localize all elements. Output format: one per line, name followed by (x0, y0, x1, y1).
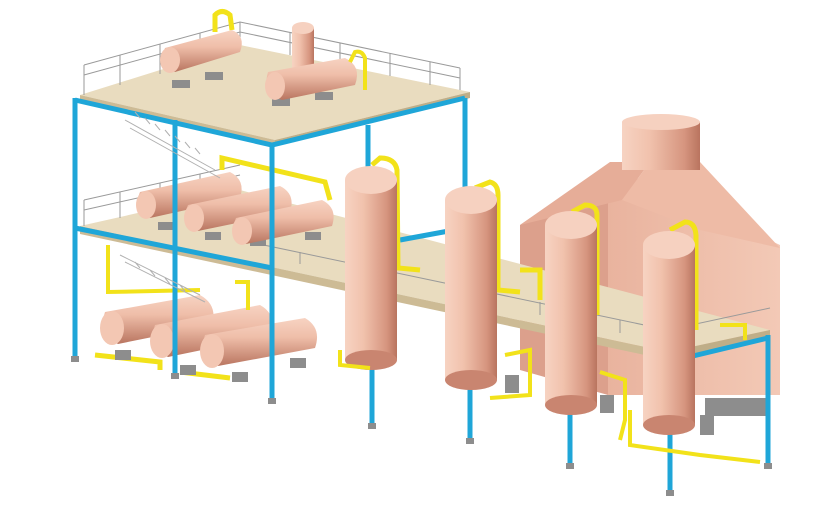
tower-4 (628, 219, 761, 464)
base-block (305, 232, 321, 240)
middle-deck-equipment (136, 154, 334, 246)
pipe (474, 179, 521, 295)
pipe (212, 9, 235, 32)
pipe (720, 323, 747, 340)
tower-2 (445, 179, 532, 400)
pipe (668, 219, 699, 330)
pipe (348, 49, 367, 90)
tower-body (545, 225, 597, 405)
furnace-stack-top (622, 114, 700, 130)
base-block (272, 98, 290, 106)
pipe (235, 280, 250, 310)
exchanger-shell (153, 305, 273, 357)
base-block (172, 80, 190, 88)
tower-top (345, 166, 397, 194)
steel-beam (74, 95, 466, 148)
base-block (158, 222, 174, 230)
exchanger-shell (185, 186, 292, 231)
ground-bases (505, 375, 714, 435)
top-deck-equipment (160, 9, 367, 106)
exchanger-head (184, 204, 204, 232)
exchanger-head (136, 191, 156, 219)
pipe (599, 370, 627, 441)
exchanger-head (160, 47, 180, 73)
pipe (489, 347, 532, 400)
pipe (370, 155, 421, 273)
base-block (115, 350, 131, 360)
exchanger-shell (266, 58, 358, 100)
exchanger-head (150, 324, 174, 358)
furnace-base (705, 398, 770, 416)
staircase (119, 111, 221, 303)
exchanger-head (265, 72, 285, 100)
drum-top (292, 22, 314, 34)
exchanger-shell (103, 295, 214, 344)
tower-body (643, 245, 695, 425)
pipe (106, 245, 201, 295)
exchanger-head (232, 217, 252, 245)
tower-bottom (445, 370, 497, 390)
tower-body (445, 200, 497, 380)
tower-1 (338, 155, 421, 370)
base-block (180, 365, 196, 375)
tower-3 (520, 202, 627, 441)
base-block (232, 372, 248, 382)
pipe (570, 202, 600, 315)
column-footings (71, 356, 772, 496)
exchanger-head (100, 311, 124, 345)
base-block (250, 238, 266, 246)
pipe (338, 350, 371, 370)
exchanger-shell (233, 200, 334, 244)
base-block (205, 232, 221, 240)
drum-vessel (292, 28, 314, 68)
steel-beam (74, 225, 273, 271)
pipe (520, 267, 543, 300)
base-block (205, 72, 223, 80)
ground-equipment (94, 245, 318, 382)
exchanger-shell (162, 30, 242, 72)
exchanger-shell (203, 318, 318, 366)
tower-bottom (545, 395, 597, 415)
furnace-hood-right (622, 162, 780, 248)
tower-top (643, 231, 695, 259)
tower-bottom (643, 415, 695, 435)
tower-body (345, 180, 397, 360)
tower-top (545, 211, 597, 239)
exchanger-shell (137, 172, 242, 218)
furnace-hood-left (520, 162, 650, 225)
base-block (315, 92, 333, 100)
pipe (628, 410, 761, 464)
base-block (290, 358, 306, 368)
exchanger-head (200, 334, 224, 368)
tower-top (445, 186, 497, 214)
